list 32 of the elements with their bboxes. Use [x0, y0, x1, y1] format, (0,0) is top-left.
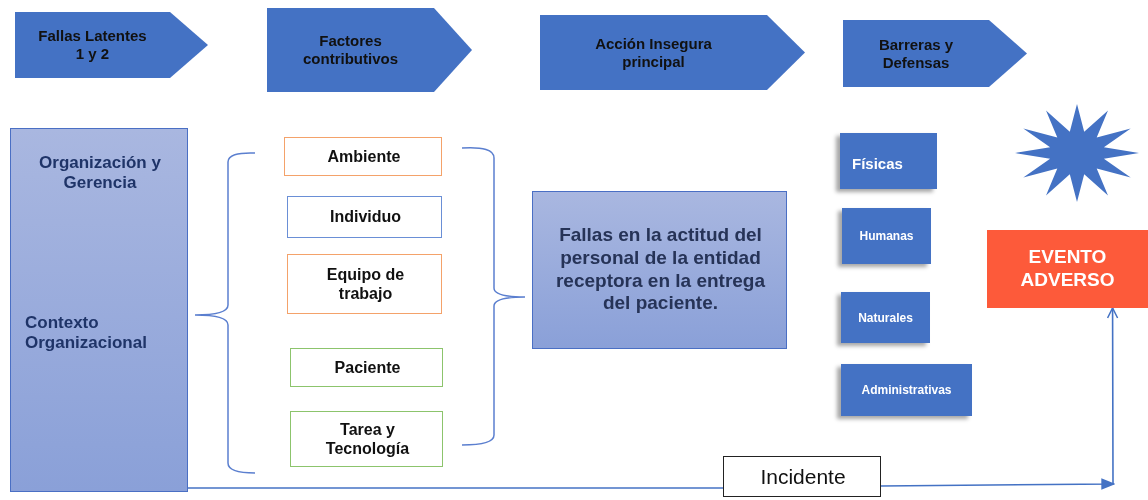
stage-heading: Factores contributivos	[302, 32, 399, 68]
barrier-box	[841, 364, 972, 416]
factor-box	[287, 196, 442, 238]
barrier-box	[840, 133, 937, 189]
description-text: Fallas en la actitud del personal de la entidad receptora en la entrega del paciente.	[555, 224, 766, 316]
incident-box	[723, 456, 881, 497]
unsafe-action-box	[532, 191, 787, 349]
adverse-event-box	[987, 230, 1148, 308]
factor-label: Tarea y Tecnología	[324, 419, 411, 459]
context-panel	[10, 128, 188, 492]
stage-heading: Barreras y Defensas	[877, 35, 955, 72]
barrier-box	[841, 292, 930, 343]
factor-box	[287, 254, 442, 314]
factor-box	[290, 348, 443, 387]
event-label: EVENTO ADVERSO	[1019, 246, 1116, 292]
connector-arrow	[880, 307, 1119, 490]
barrier-box	[842, 208, 931, 264]
context-label: Contexto Organizacional	[25, 313, 148, 354]
context-label: Organización y Gerencia	[38, 153, 162, 194]
barrier-label: Administrativas	[860, 382, 953, 398]
factor-label: Equipo de trabajo	[325, 264, 406, 304]
factor-label: Individuo	[328, 207, 403, 227]
barrier-label: Humanas	[858, 228, 915, 244]
stage-heading: Acción Insegura principal	[594, 34, 713, 71]
incident-label: Incidente	[759, 463, 847, 490]
barrier-label: Naturales	[857, 310, 914, 325]
stage-heading: Fallas Latentes 1 y 2	[37, 27, 148, 63]
factor-label: Paciente	[333, 357, 402, 378]
barrier-label: Físicas	[852, 155, 904, 173]
factor-box	[290, 411, 443, 467]
factor-label: Ambiente	[326, 146, 402, 167]
factor-box	[284, 137, 442, 176]
